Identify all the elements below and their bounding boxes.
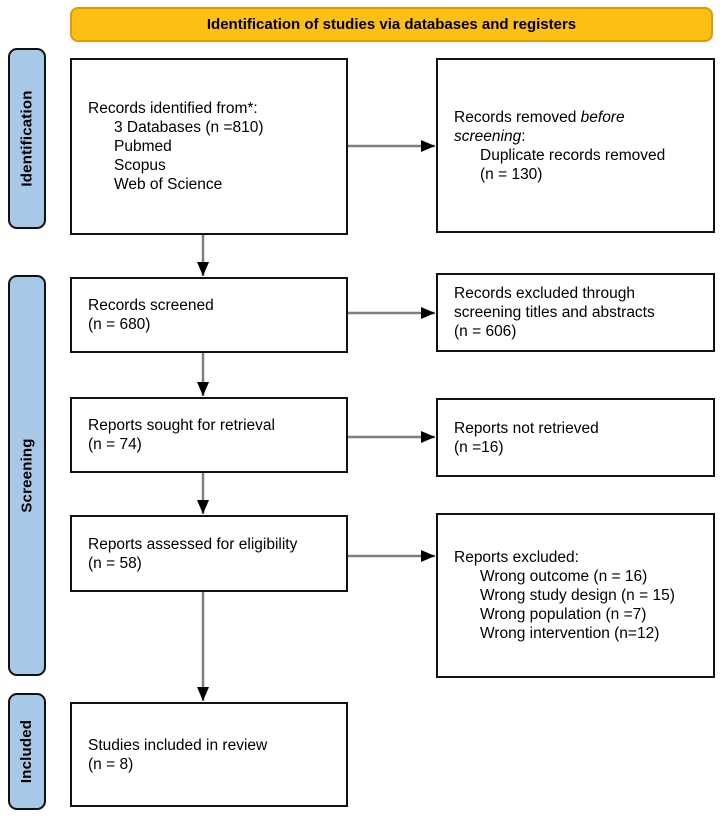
box-count: (n = 58): [88, 554, 142, 572]
box-line: Wrong intervention (n=12): [480, 625, 660, 642]
box-line: Duplicate records removed: [480, 146, 666, 164]
box-title: Records removed before: [454, 108, 705, 127]
stage-label-included: Included: [18, 719, 36, 784]
box-line: Reports not retrieved: [454, 419, 599, 437]
box-count: (n = 606): [454, 323, 517, 340]
box-line: Pubmed: [114, 138, 172, 155]
box-line: Records excluded through: [454, 285, 635, 302]
box-reports-not-retrieved: Reports not retrieved (n =16): [436, 398, 715, 477]
box-line: Reports assessed for eligibility: [88, 535, 298, 553]
box-line: Scopus: [114, 157, 166, 174]
stage-ribbon-identification: Identification: [8, 48, 46, 229]
stage-label-identification: Identification: [18, 90, 36, 187]
stage-ribbon-included: Included: [8, 693, 46, 810]
box-records-screened: Records screened (n = 680): [70, 277, 348, 353]
box-count: (n = 74): [88, 436, 142, 453]
box-count: (n = 680): [88, 316, 151, 333]
stage-ribbon-screening: Screening: [8, 275, 46, 676]
title-italic: screening: [454, 127, 522, 145]
box-records-identified: Records identified from*: 3 Databases (n…: [70, 58, 348, 235]
box-title: Reports excluded:: [454, 549, 579, 566]
box-line: Reports sought for retrieval: [88, 417, 275, 434]
box-title-continued: screening:: [454, 127, 705, 146]
box-reports-assessed: Reports assessed for eligibility (n = 58…: [70, 515, 348, 592]
box-line: screening titles and abstracts: [454, 304, 655, 321]
box-records-removed-before-screening: Records removed before screening: Duplic…: [436, 58, 715, 233]
box-line: Web of Science: [114, 176, 223, 193]
box-line: Records screened: [88, 297, 214, 314]
box-line: 3 Databases (n =810): [114, 119, 264, 136]
box-line: Wrong study design (n = 15): [480, 587, 675, 604]
title-italic: before: [580, 108, 625, 126]
banner-identification-via-databases: Identification of studies via databases …: [70, 7, 713, 42]
box-records-excluded-screening: Records excluded through screening title…: [436, 273, 715, 352]
box-count: (n = 130): [480, 165, 543, 183]
box-reports-excluded: Reports excluded: Wrong outcome (n = 16)…: [436, 513, 715, 678]
box-count: (n =16): [454, 438, 504, 456]
box-line: Wrong population (n =7): [480, 606, 647, 623]
box-count: (n = 8): [88, 755, 134, 773]
box-line: Wrong outcome (n = 16): [480, 568, 648, 585]
box-line: Studies included in review: [88, 736, 268, 754]
box-reports-sought: Reports sought for retrieval (n = 74): [70, 397, 348, 473]
box-studies-included: Studies included in review (n = 8): [70, 702, 348, 807]
title-text: Records removed: [454, 108, 581, 126]
box-title: Records identified from*:: [88, 100, 258, 117]
stage-label-screening: Screening: [18, 438, 36, 513]
title-text: :: [521, 127, 526, 145]
